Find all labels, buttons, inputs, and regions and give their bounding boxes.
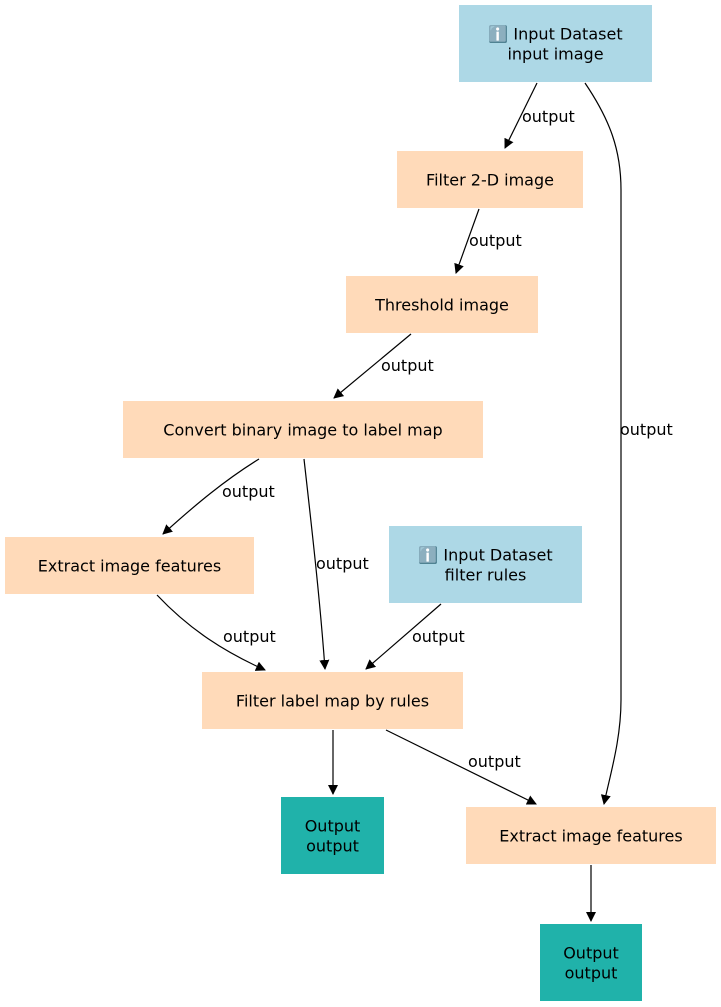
node-box [202,672,463,729]
node-box [397,151,583,208]
edge-n1-to-n2: output [454,208,522,274]
node-title: Filter 2-D image [426,171,554,190]
edge-n4-to-n6: output [156,594,276,671]
node-box [281,797,384,874]
edge-n2-to-n3: output [333,333,434,399]
edge-label: output [381,356,434,375]
edge-n5-to-n6: output [365,603,465,670]
node-title: Output [305,817,361,836]
edge-arrow [333,333,412,399]
edge-label: output [223,627,276,646]
edge-label: output [522,107,575,126]
edge-label: output [222,482,275,501]
node-title: ℹ️ Input Dataset [418,546,552,565]
node-title: Filter label map by rules [236,692,429,711]
node-title: Convert binary image to label map [163,421,442,440]
node-subtitle: filter rules [445,566,527,585]
edge-label: output [468,752,521,771]
node-title: Extract image features [499,827,682,846]
edge-arrow [504,82,538,149]
node-subtitle: output [565,964,618,983]
node-box [459,5,652,82]
node-title: Output [563,944,619,963]
edge-n0-to-n8: output [584,82,673,805]
edge-n3-to-n4: output [162,458,275,535]
edge-arrow [156,594,266,671]
edge-n0-to-n1: output [504,82,575,149]
node-title: ℹ️ Input Dataset [488,25,622,44]
edge-arrow [454,208,480,274]
edge-arrow [385,729,537,805]
edge-label: output [316,554,369,573]
node-subtitle: input image [507,45,603,64]
edges-layer: output output output output output output outp… [156,82,673,922]
node-box [346,276,538,333]
edge-n6-to-n8: output [385,729,537,805]
edge-label: output [412,627,465,646]
node-box [466,807,716,864]
edge-label: output [469,231,522,250]
node-box [5,537,254,594]
node-box [123,401,483,458]
edge-label: output [620,420,673,439]
tool-node-n6[interactable]: Filter label map by rules [202,672,463,729]
tool-node-n4[interactable]: Extract image features [5,537,254,594]
node-title: Extract image features [38,557,221,576]
node-box [389,526,582,603]
edge-arrow [365,603,442,670]
edge-arrow [584,82,622,805]
node-subtitle: output [306,837,359,856]
tool-node-n2[interactable]: Threshold image [346,276,538,333]
node-title: Threshold image [374,296,509,315]
edge-arrow [162,458,260,535]
edge-arrow [303,458,330,670]
tool-node-n8[interactable]: Extract image features [466,807,716,864]
tool-node-n3[interactable]: Convert binary image to label map [123,401,483,458]
tool-node-n1[interactable]: Filter 2-D image [397,151,583,208]
node-box [540,924,642,1001]
edge-n3-to-n6: output [303,458,369,670]
